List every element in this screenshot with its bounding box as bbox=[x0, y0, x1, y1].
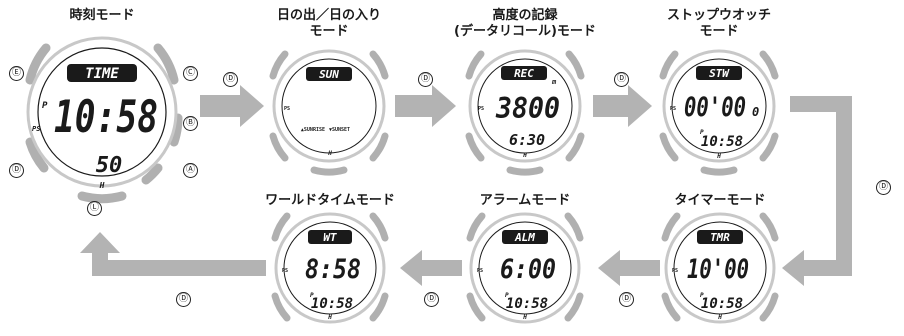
alm-time-digits: 10:58 bbox=[506, 296, 548, 312]
title-time-mode: 時刻モード bbox=[69, 8, 135, 23]
watch-worldtime: WT PS 8:58 P 10:58 H bbox=[271, 212, 389, 324]
arrow-label-d-5: Ⓓ bbox=[619, 292, 634, 307]
time-h-indicator: H bbox=[99, 181, 105, 190]
rec-altitude-digits: 3800 bbox=[495, 92, 560, 125]
wt-time-digits: 10:58 bbox=[311, 296, 353, 312]
title-timer-mode: タイマーモード bbox=[674, 193, 766, 208]
arrow-label-d-6: Ⓓ bbox=[424, 292, 439, 307]
arrow-rec-to-stw bbox=[593, 85, 652, 127]
tmr-ps-indicator: PS bbox=[672, 268, 678, 274]
sun-sunset-label: ▼SUNSET bbox=[329, 127, 350, 133]
time-ps-indicator: PS bbox=[32, 125, 40, 133]
stw-ps-indicator: PS bbox=[670, 106, 676, 112]
tmr-h-indicator: H bbox=[717, 314, 722, 321]
alm-badge: ALM bbox=[514, 231, 535, 244]
arrow-label-d-4: Ⓓ bbox=[876, 180, 891, 195]
arrow-label-d-7: Ⓓ bbox=[176, 292, 191, 307]
arrow-tmr-to-alm bbox=[598, 250, 660, 286]
title-sunrise-mode-line1: 日の出／日の入り bbox=[276, 8, 381, 23]
alm-main-digits: 6:00 bbox=[500, 254, 556, 285]
tmr-main-digits: 10'00 bbox=[687, 254, 749, 285]
button-e-label: Ⓔ bbox=[9, 66, 24, 81]
rec-unit: m bbox=[551, 78, 557, 86]
watch-sunrise: SUN PS ▲SUNRISE ▼SUNSET H bbox=[269, 49, 389, 176]
arrow-stw-to-tmr bbox=[782, 96, 852, 286]
tmr-p-indicator: P bbox=[700, 292, 704, 299]
alm-ps-indicator: PS bbox=[477, 268, 483, 274]
wt-p-indicator: P bbox=[310, 292, 314, 299]
watch-time: TIME P PS 10:58 50 H bbox=[25, 36, 183, 204]
arrow-sun-to-rec bbox=[395, 85, 456, 127]
alm-p-indicator: P bbox=[505, 292, 509, 299]
arrow-label-d-1: Ⓓ bbox=[223, 72, 238, 87]
stw-h-indicator: H bbox=[716, 153, 721, 160]
title-stopwatch-mode-line2: モード bbox=[699, 24, 739, 39]
wt-h-indicator: H bbox=[327, 314, 332, 321]
sun-badge: SUN bbox=[319, 68, 339, 81]
wt-main-digits: 8:58 bbox=[305, 254, 361, 285]
wt-ps-indicator: PS bbox=[282, 268, 288, 274]
watch-record: REC m PS 3800 6:30 H bbox=[465, 49, 585, 176]
title-record-mode-line1: 高度の記録 bbox=[492, 8, 558, 23]
stw-badge: STW bbox=[709, 67, 730, 80]
rec-badge: REC bbox=[514, 67, 534, 80]
button-d-label: Ⓓ bbox=[9, 163, 24, 178]
arrow-wt-to-time bbox=[80, 232, 266, 276]
tmr-badge: TMR bbox=[710, 231, 730, 244]
stw-p-indicator: P bbox=[700, 129, 704, 136]
time-main-digits: 10:58 bbox=[54, 92, 158, 143]
arrow-label-d-3: Ⓓ bbox=[614, 72, 629, 87]
time-badge: TIME bbox=[85, 66, 119, 82]
rec-time-digits: 6:30 bbox=[509, 131, 545, 149]
sun-sunrise-label: ▲SUNRISE bbox=[301, 127, 325, 133]
alm-h-indicator: H bbox=[522, 314, 527, 321]
arrow-alm-to-wt bbox=[400, 250, 462, 286]
button-b-label: Ⓑ bbox=[183, 116, 198, 131]
time-p-indicator: P bbox=[42, 101, 48, 111]
arrow-label-d-2: Ⓓ bbox=[418, 72, 433, 87]
title-stopwatch-mode-line1: ストップウオッチ bbox=[666, 8, 771, 23]
stw-time-digits: 10:58 bbox=[701, 134, 743, 150]
button-a-label: Ⓐ bbox=[183, 163, 198, 178]
title-worldtime-mode: ワールドタイムモード bbox=[265, 193, 395, 208]
button-c-label: Ⓒ bbox=[183, 66, 198, 81]
arrow-time-to-sun bbox=[200, 85, 264, 127]
watch-stopwatch: STW PS 00'00 0 P 10:58 H bbox=[659, 49, 779, 176]
sun-ps-indicator: PS bbox=[284, 106, 290, 112]
wt-badge: WT bbox=[323, 231, 337, 244]
stw-tenths-digit: 0 bbox=[752, 105, 759, 119]
button-l-label: Ⓛ bbox=[87, 201, 102, 216]
sun-h-indicator: H bbox=[327, 150, 332, 157]
title-alarm-mode: アラームモード bbox=[479, 193, 571, 208]
stw-main-digits: 00'00 bbox=[684, 92, 746, 123]
title-record-mode-line2: (データリコール)モード bbox=[454, 24, 596, 39]
watch-timer: TMR PS 10'00 P 10:58 H bbox=[661, 212, 779, 324]
rec-h-indicator: H bbox=[522, 152, 527, 159]
title-sunrise-mode-line2: モード bbox=[309, 24, 349, 39]
watch-alarm: ALM PS 6:00 P 10:58 H bbox=[466, 212, 584, 324]
rec-ps-indicator: PS bbox=[478, 106, 484, 112]
time-seconds: 50 bbox=[96, 153, 123, 178]
tmr-time-digits: 10:58 bbox=[701, 296, 743, 312]
